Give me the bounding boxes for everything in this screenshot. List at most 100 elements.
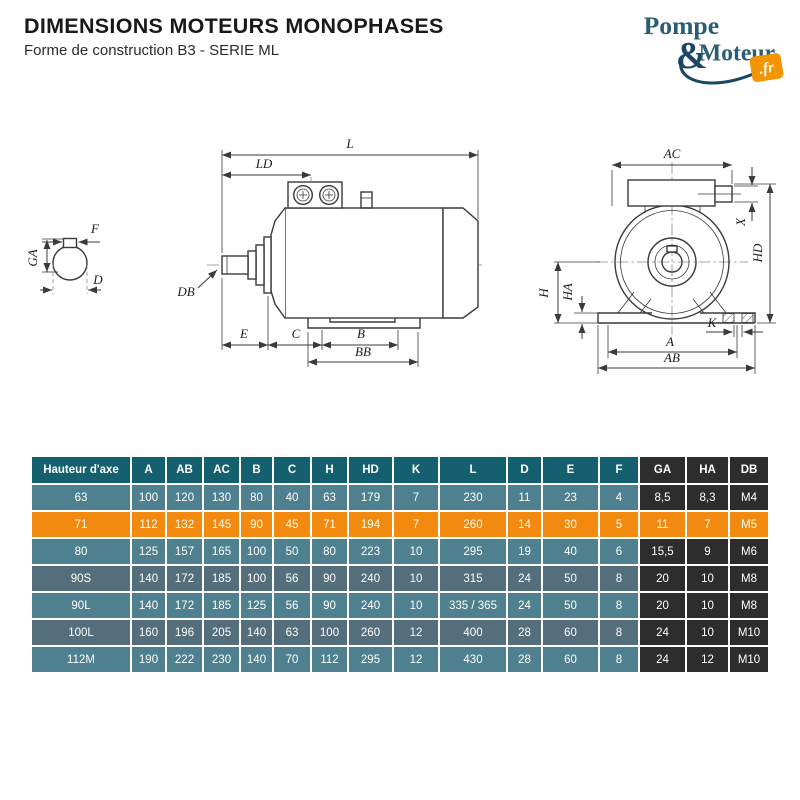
dimension-cell: 112: [130, 510, 167, 539]
dimension-cell: 430: [438, 645, 508, 674]
dimension-cell: 20: [638, 591, 687, 620]
dimension-cell: 60: [541, 645, 600, 674]
dim-label-b: B: [357, 326, 365, 341]
dimension-cell: 60: [541, 618, 600, 647]
dimension-cell: 40: [272, 483, 312, 512]
dimension-cell: 63: [272, 618, 312, 647]
dimension-cell: 9: [685, 537, 730, 566]
col-header-db: DB: [728, 455, 770, 485]
logo-fr-box: [749, 53, 784, 83]
dimension-cell: 10: [392, 564, 440, 593]
dim-label-db: DB: [176, 284, 194, 299]
dimension-cell: 140: [239, 618, 274, 647]
col-header-ac: AC: [202, 455, 241, 485]
dimension-cell: 6: [598, 537, 640, 566]
dimension-cell: 56: [272, 564, 312, 593]
dimension-cell: 63: [310, 483, 349, 512]
dimension-cell: 145: [202, 510, 241, 539]
dimension-cell: 24: [638, 618, 687, 647]
axis-height-cell: 71: [30, 510, 132, 539]
dim-label-a: A: [665, 334, 674, 349]
page-subtitle: Forme de construction B3 - SERIE ML: [24, 42, 280, 59]
dimension-cell: 100: [310, 618, 349, 647]
axis-height-cell: 90L: [30, 591, 132, 620]
dimension-cell: 120: [165, 483, 204, 512]
dimension-cell: 223: [347, 537, 394, 566]
dimension-cell: 10: [685, 591, 730, 620]
dimension-cell: 140: [239, 645, 274, 674]
terminal-box: [287, 181, 343, 209]
dimension-cell: 50: [541, 591, 600, 620]
dimension-cell: 7: [685, 510, 730, 539]
dim-label-h: H: [536, 288, 551, 299]
dimension-cell: 295: [438, 537, 508, 566]
logo-pompe-text: Pompe: [644, 11, 719, 40]
logo-fr-text: .fr: [758, 59, 776, 78]
col-header-a: A: [130, 455, 167, 485]
col-header-b: B: [239, 455, 274, 485]
dimension-cell: 8,3: [685, 483, 730, 512]
dimension-cell: 24: [506, 564, 543, 593]
dimension-cell: 240: [347, 591, 394, 620]
col-header-ga: GA: [638, 455, 687, 485]
dim-label-ac: AC: [663, 146, 681, 161]
dimension-cell: 90: [310, 564, 349, 593]
dimension-cell: 28: [506, 645, 543, 674]
dimension-cell: 50: [272, 537, 312, 566]
dimension-cell: 11: [638, 510, 687, 539]
dimension-cell: 40: [541, 537, 600, 566]
axis-height-cell: 63: [30, 483, 132, 512]
dimension-cell: 80: [239, 483, 274, 512]
dimension-cell: 260: [438, 510, 508, 539]
dimension-cell: 130: [202, 483, 241, 512]
dimension-cell: 10: [685, 564, 730, 593]
dimension-cell: 8: [598, 564, 640, 593]
shaft: [221, 255, 249, 275]
dimension-cell: 4: [598, 483, 640, 512]
dim-label-ld: LD: [255, 156, 273, 171]
dimension-cell: 335 / 365: [438, 591, 508, 620]
dimension-cell: 12: [685, 645, 730, 674]
dimension-cell: 7: [392, 510, 440, 539]
terminal-box-front: [627, 179, 716, 207]
dimension-cell: 140: [130, 564, 167, 593]
col-header-d: D: [506, 455, 543, 485]
col-header-ab: AB: [165, 455, 204, 485]
dimension-cell: M10: [728, 618, 770, 647]
dimension-cell: 50: [541, 564, 600, 593]
dimension-cell: 19: [506, 537, 543, 566]
dimension-cell: M8: [728, 591, 770, 620]
dimension-cell: 8: [598, 618, 640, 647]
dimension-cell: 295: [347, 645, 394, 674]
dim-label-bb: BB: [355, 344, 371, 359]
dimension-cell: 400: [438, 618, 508, 647]
technical-drawing: GA F D L LD: [25, 136, 776, 374]
col-header-h: H: [310, 455, 349, 485]
dim-label-hd: HD: [750, 243, 765, 263]
col-header-ha: HA: [685, 455, 730, 485]
dimension-cell: 8: [598, 645, 640, 674]
dimension-cell: 20: [638, 564, 687, 593]
shaft-section-view: GA F D: [25, 221, 103, 294]
dimension-cell: 196: [165, 618, 204, 647]
col-header-l: L: [438, 455, 508, 485]
dimension-cell: M4: [728, 483, 770, 512]
dimension-cell: 185: [202, 591, 241, 620]
dimension-cell: M10: [728, 645, 770, 674]
dim-label-e: E: [239, 326, 248, 341]
dim-label-ab: AB: [663, 350, 680, 365]
dimension-cell: 185: [202, 564, 241, 593]
dimension-cell: 172: [165, 591, 204, 620]
dimension-cell: 157: [165, 537, 204, 566]
axis-height-cell: 112M: [30, 645, 132, 674]
dimension-cell: 90: [239, 510, 274, 539]
axis-height-cell: 100L: [30, 618, 132, 647]
dimension-cell: 8,5: [638, 483, 687, 512]
dimension-cell: 12: [392, 618, 440, 647]
dim-label-l: L: [345, 136, 353, 151]
dim-label-k: K: [707, 315, 718, 330]
